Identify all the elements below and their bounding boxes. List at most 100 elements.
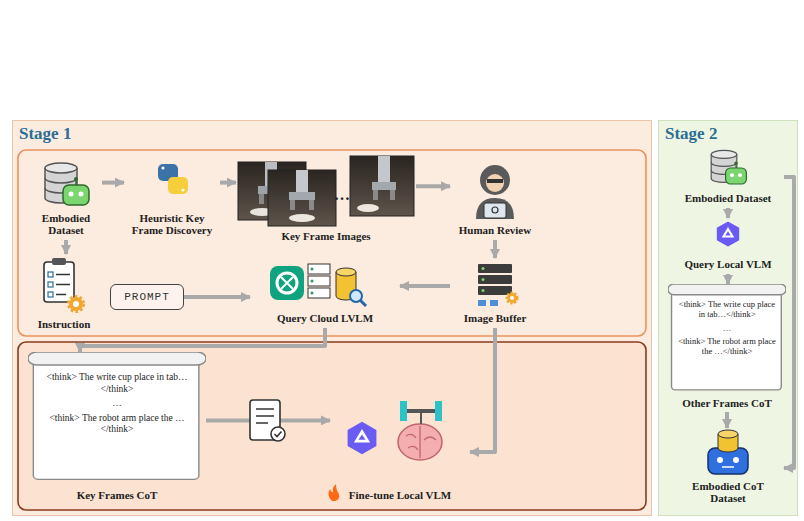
- cot-scroll: Key Frames CoT <think> The write cup plac…: [28, 352, 206, 504]
- reviewer-icon: [484, 203, 506, 218]
- cloud-model-icon: [270, 266, 304, 300]
- cot-scroll: Other Frames CoT<think> The write cup pl…: [668, 284, 786, 412]
- python-icon: [181, 188, 184, 191]
- cot-dataset-icon: [722, 466, 734, 468]
- checklist-icon: [275, 432, 282, 437]
- cloud-model-icon: [277, 273, 297, 293]
- prompt-box: PROMPT: [110, 284, 184, 310]
- reviewer-icon: [486, 174, 504, 192]
- finetune-icon: [398, 424, 442, 460]
- finetune-icon: [435, 401, 442, 421]
- key-frame-image: [378, 156, 390, 184]
- buffer-icon: [478, 264, 512, 273]
- instruction-node: Instruction: [24, 254, 104, 334]
- cloud-model-icon: [336, 268, 356, 276]
- scroll-content: <think> The write cup place in tab…</thi…: [678, 299, 776, 360]
- node-label: Instruction: [38, 318, 91, 331]
- group-frame: [18, 342, 646, 510]
- scroll-roll: [28, 352, 206, 365]
- cot-dataset-icon: [717, 457, 723, 463]
- cot-line: <think> The robot arm place the …</think…: [678, 336, 776, 357]
- finetune-icon: [328, 484, 339, 501]
- cot-line: …: [44, 398, 190, 410]
- key-frame-image: [290, 200, 295, 210]
- node-label: Key Frame Images: [281, 230, 370, 243]
- buffer-icon: [478, 275, 512, 284]
- model-node: Query Cloud LVLM: [250, 258, 400, 328]
- key-frame-image: [309, 200, 314, 210]
- cloud-model-icon: [308, 264, 330, 274]
- key-frame-image: [296, 170, 308, 194]
- key-frame-image: [390, 190, 395, 200]
- buffer-icon: [507, 293, 517, 303]
- node-label: Image Buffer: [464, 312, 527, 325]
- checklist-icon: [256, 409, 274, 423]
- instruction-icon: [48, 272, 53, 277]
- node-label: Fine-tune Local VLM: [349, 489, 451, 502]
- cloud-model-icon: [308, 288, 330, 298]
- finetune-icon: [404, 409, 438, 413]
- instruction-icon: [73, 301, 79, 307]
- node-label: Embodied Dataset: [32, 212, 100, 237]
- scroll-content: <think> The write cup place in tab…</thi…: [44, 372, 190, 439]
- node-label: Heuristic Key Frame Discovery: [126, 212, 218, 237]
- process-node: Heuristic Key Frame Discovery: [124, 158, 220, 240]
- key-frame-image: [268, 170, 336, 226]
- instruction-icon: [44, 262, 74, 302]
- python-icon: [161, 166, 164, 169]
- dataset-node: Embodied Dataset: [672, 146, 784, 208]
- buffer-icon: [510, 296, 514, 300]
- model-node: Query Local VLM: [672, 218, 784, 274]
- node-label: Embodied CoT Dataset: [674, 480, 782, 505]
- prompt-text: PROMPT: [124, 291, 170, 303]
- instruction-icon: [69, 297, 83, 311]
- cloud-model-icon: [308, 276, 330, 286]
- finetune-icon: [328, 401, 442, 501]
- finetune-icon: [348, 422, 377, 454]
- cot-dataset-icon: [733, 457, 739, 463]
- buffer-icon: [478, 286, 512, 295]
- reviewer-icon: [480, 165, 510, 195]
- cloud-model-icon: [311, 280, 314, 283]
- stage-heading: Stage 1: [19, 124, 71, 144]
- key-frame-image: [373, 190, 378, 200]
- node-label: Key Frames CoT: [28, 489, 206, 502]
- buffer-icon: [490, 300, 498, 306]
- node-label: Query Cloud LVLM: [277, 312, 373, 325]
- instruction-icon: [48, 282, 53, 287]
- image-group: Key Frame Images: [236, 154, 416, 246]
- instruction-icon: [48, 292, 53, 297]
- key-frame-image: [350, 156, 414, 216]
- buffer-node: Image Buffer: [450, 258, 540, 328]
- cot-line: <think> The write cup place in tab…</thi…: [44, 372, 190, 395]
- finetune-icon: [400, 401, 407, 421]
- checklist-icon: [250, 400, 280, 440]
- dataset-node: Embodied CoT Dataset: [672, 428, 784, 508]
- reviewer-icon: [487, 179, 503, 183]
- key-frame-image: [357, 204, 379, 212]
- buffer-icon: [478, 300, 486, 306]
- instruction-icon: [56, 275, 70, 295]
- cot-line: <think> The robot arm place the …</think…: [44, 413, 190, 436]
- ellipsis-label: …: [334, 186, 350, 204]
- finetune-icon: [420, 413, 422, 424]
- cloud-model-icon: [281, 277, 293, 289]
- review-node: Human Review: [450, 158, 540, 240]
- scroll-body: [33, 360, 199, 480]
- dataset-node: Embodied Dataset: [30, 158, 102, 240]
- buffer-icon: [482, 289, 485, 292]
- checklist-icon: [250, 400, 285, 441]
- key-frame-image: [372, 182, 396, 190]
- cloud-model-icon: [311, 292, 314, 295]
- cot-line: <think> The write cup place in tab…</thi…: [678, 299, 776, 320]
- flow-arrow: [206, 418, 330, 422]
- cloud-model-icon: [311, 268, 314, 271]
- key-frame-image: [289, 192, 315, 200]
- reviewer-icon: [492, 207, 498, 213]
- buffer-icon: [482, 267, 485, 270]
- buffer-icon: [482, 278, 485, 281]
- scroll-roll: [668, 284, 786, 295]
- node-label: Query Local VLM: [684, 258, 771, 271]
- cot-dataset-icon: [718, 430, 738, 438]
